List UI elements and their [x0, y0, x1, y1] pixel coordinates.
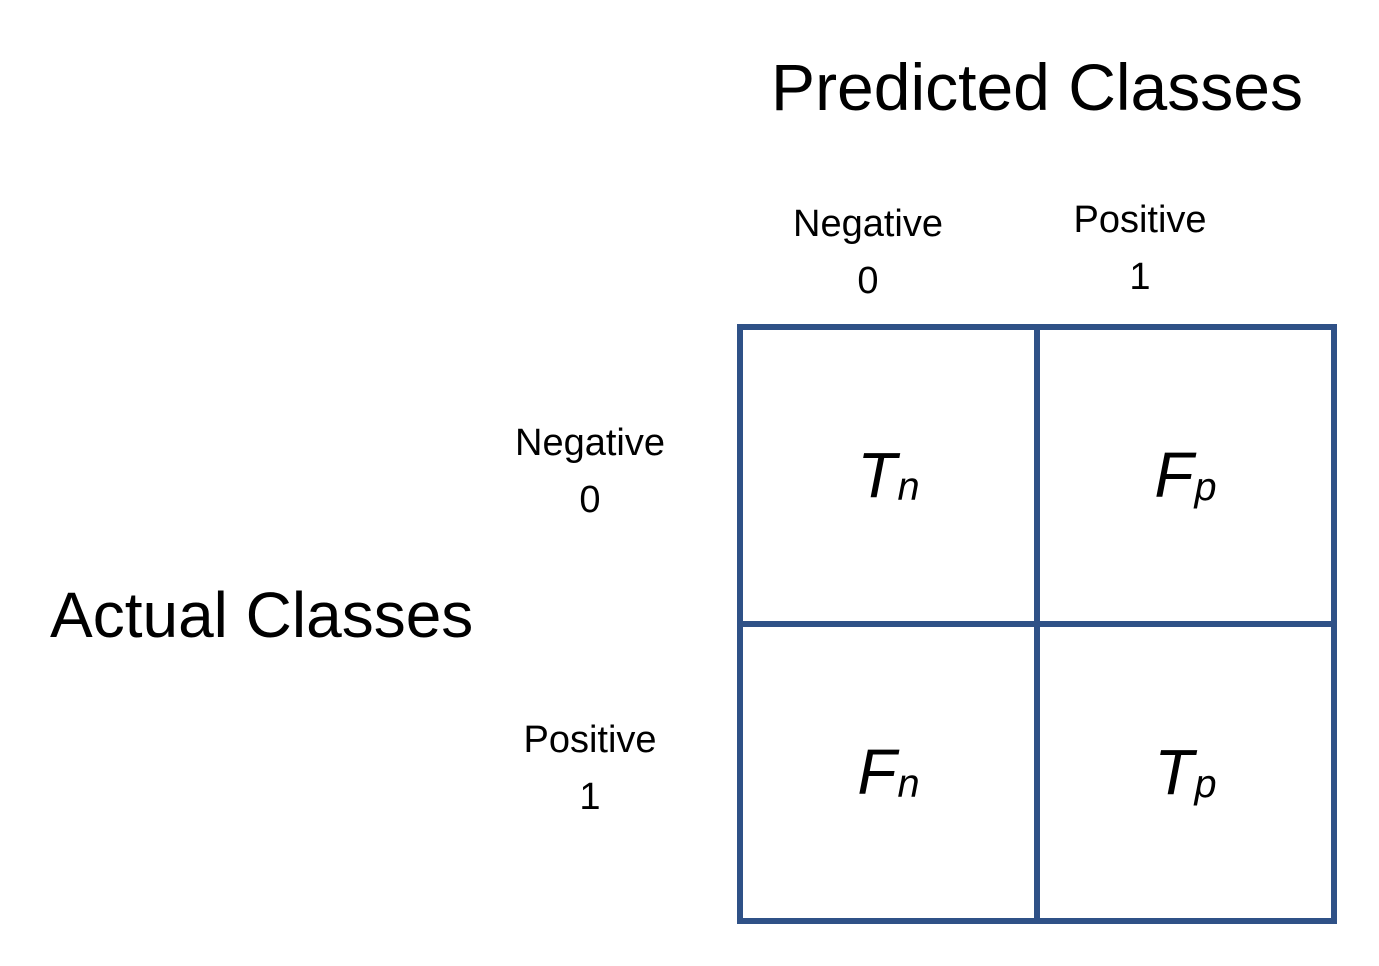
cell-false-negative: Fn [743, 627, 1034, 918]
row-header-positive-value: 1 [579, 776, 601, 818]
column-header-negative: Negative 0 [738, 196, 998, 310]
matrix-grid: Tn Fp Fn Tp [737, 324, 1337, 924]
cell-true-negative-symbol: T [857, 439, 897, 512]
column-header-positive-label: Positive [1073, 199, 1207, 241]
cell-false-positive: Fp [1040, 330, 1331, 621]
column-header-negative-value: 0 [857, 260, 879, 302]
row-header-positive: Positive 1 [470, 712, 710, 826]
column-header-positive-value: 1 [1129, 256, 1151, 298]
cell-false-negative-symbol: F [857, 736, 897, 809]
cell-false-positive-symbol: F [1154, 439, 1194, 512]
column-header-negative-label: Negative [793, 203, 943, 245]
column-header-positive: Positive 1 [1010, 192, 1270, 306]
cell-true-positive-symbol: T [1154, 736, 1194, 809]
cell-true-negative: Tn [743, 330, 1034, 621]
cell-true-positive-subscript: p [1194, 762, 1217, 807]
row-header-negative-value: 0 [579, 479, 601, 521]
predicted-classes-title: Predicted Classes [771, 50, 1303, 124]
cell-true-positive: Tp [1040, 627, 1331, 918]
cell-true-positive-text: Tp [1154, 740, 1216, 805]
actual-classes-label: Actual Classes [50, 579, 474, 651]
row-header-negative-label: Negative [515, 422, 665, 464]
cell-false-positive-subscript: p [1194, 465, 1217, 510]
cell-true-negative-text: Tn [857, 443, 919, 508]
cell-false-negative-text: Fn [857, 740, 919, 805]
row-header-negative: Negative 0 [470, 415, 710, 529]
cell-false-negative-subscript: n [897, 762, 920, 807]
cell-false-positive-text: Fp [1154, 443, 1216, 508]
row-header-positive-label: Positive [523, 719, 657, 761]
cell-true-negative-subscript: n [897, 465, 920, 510]
